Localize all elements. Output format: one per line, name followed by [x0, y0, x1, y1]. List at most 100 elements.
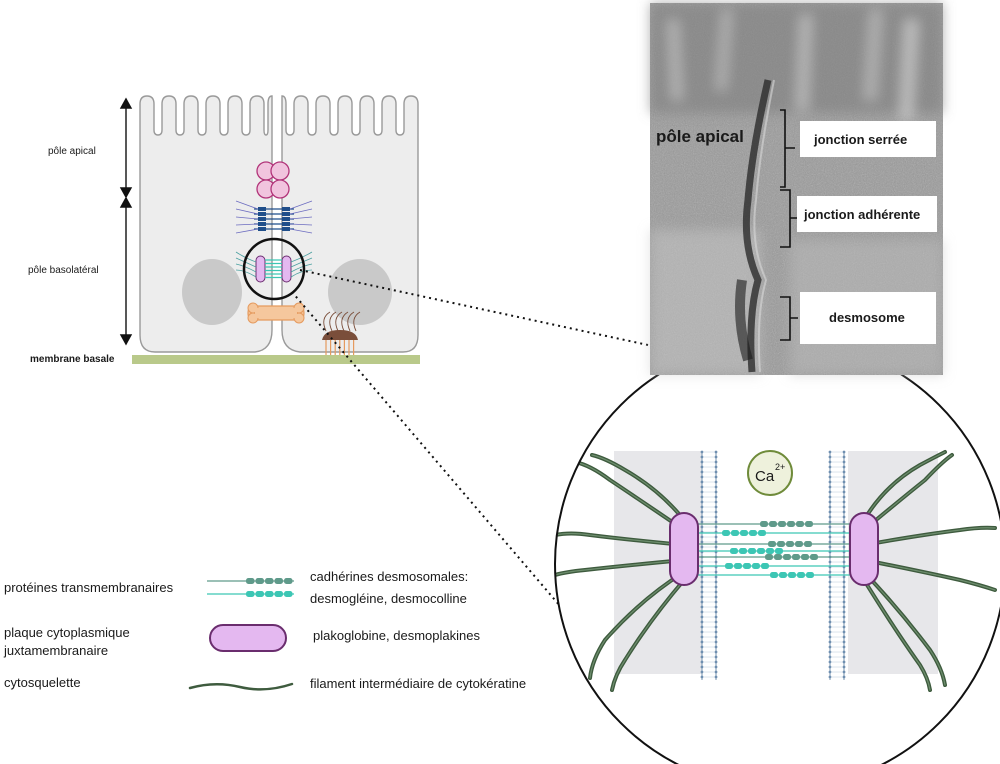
lipid-head [828, 460, 832, 464]
adherens-actin [235, 216, 259, 220]
zoom-marker-circle [242, 237, 306, 301]
lipid-head [828, 470, 832, 474]
desmoglein-domain [797, 572, 805, 578]
lipid-head [828, 615, 832, 619]
lipid-head [714, 560, 718, 564]
legend-cadherin-symbol [207, 578, 294, 597]
desmoglein-domain [760, 521, 768, 527]
lipid-head [842, 455, 846, 459]
lipid-head [842, 635, 846, 639]
desmocollin-domain [758, 530, 766, 536]
lipid-head [700, 635, 704, 639]
right-nucleus [328, 259, 392, 325]
lipid-head [700, 640, 704, 644]
small-plaque-right [281, 255, 292, 283]
basolateral-arrow [119, 196, 133, 346]
lipid-head [828, 520, 832, 524]
lipid-head [828, 575, 832, 579]
desmocollin-domain [761, 563, 769, 569]
cadherins [698, 521, 850, 578]
jonction-serree-box [800, 121, 936, 157]
adherens-actin [235, 200, 259, 210]
lipid-head [828, 490, 832, 494]
legend-cadherin-domain [274, 591, 283, 597]
lipid-head [828, 605, 832, 609]
desmoglein-domain [801, 554, 809, 560]
desmocollin-domain [734, 563, 742, 569]
desmoglein-domain [779, 572, 787, 578]
lipid-head [700, 520, 704, 524]
lipid-head [828, 600, 832, 604]
lipid-head [828, 620, 832, 624]
desmocollin-domain [766, 548, 774, 554]
lipid-head [714, 460, 718, 464]
lipid-head [700, 505, 704, 509]
legend-row1-right-line2: desmogléine, desmocolline [310, 591, 467, 606]
lipid-head [700, 595, 704, 599]
lipid-head [842, 670, 846, 674]
keratin-filament-highlight [591, 454, 685, 521]
desmocollin-domain [748, 548, 756, 554]
tight-junction [256, 161, 290, 199]
lipid-head [828, 570, 832, 574]
lipid-head [842, 505, 846, 509]
lipid-head [842, 645, 846, 649]
hemidesmosome-filament [329, 311, 337, 332]
desmosome-small [235, 251, 313, 283]
pole-basolateral-label: pôle basolatéral [28, 265, 99, 276]
small-plaque-left [255, 255, 266, 283]
jonction-adherente-label: jonction adhérente [803, 207, 920, 222]
lipid-head [828, 675, 832, 679]
lipid-head [714, 640, 718, 644]
adherens-actin [289, 200, 313, 210]
lipid-head [842, 570, 846, 574]
legend-row1-left: protéines transmembranaires [4, 580, 174, 595]
svg-text:2+: 2+ [775, 462, 785, 472]
desmocollin-domain [757, 548, 765, 554]
keratin-filament-highlight [863, 527, 996, 546]
membrane-basale-label: membrane basale [30, 354, 115, 365]
lipid-head [714, 520, 718, 524]
lipid-head [714, 630, 718, 634]
epithelial-cells-diagram: membrane basale pôle apical pôle basolat… [28, 95, 420, 365]
lipid-head [700, 650, 704, 654]
lipid-head [842, 525, 846, 529]
lipid-head [700, 620, 704, 624]
lipid-head [842, 495, 846, 499]
lipid-head [714, 570, 718, 574]
desmoglein-domain [810, 554, 818, 560]
lipid-head [700, 485, 704, 489]
lipid-head [842, 470, 846, 474]
desmoglein-domain [792, 554, 800, 560]
lipid-head [714, 505, 718, 509]
desmocollin-domain [739, 548, 747, 554]
lipid-head [714, 660, 718, 664]
lipid-head [828, 510, 832, 514]
keratin-filament-highlight [863, 559, 996, 591]
lipid-head [714, 625, 718, 629]
lipid-head [700, 665, 704, 669]
small-filament [290, 269, 313, 278]
legend-cadherin-domain [255, 591, 264, 597]
lipid-head [700, 490, 704, 494]
keratin-filaments [555, 450, 997, 692]
lipid-head [714, 480, 718, 484]
lipid-head [700, 625, 704, 629]
legend-row2-left-line1: plaque cytoplasmique [4, 625, 130, 640]
left-plaque [669, 512, 699, 586]
lipid-head [714, 670, 718, 674]
hemidesmosome-filament [323, 311, 331, 332]
lipid-head [828, 560, 832, 564]
lipid-head [828, 475, 832, 479]
lipid-head [828, 595, 832, 599]
lipid-head [842, 675, 846, 679]
desmoglein-domain [806, 572, 814, 578]
lipid-head [700, 660, 704, 664]
lipid-head [828, 660, 832, 664]
adherens-junction [235, 200, 313, 234]
lipid-head [842, 575, 846, 579]
em-pole-apical-label: pôle apical [656, 127, 744, 146]
lipid-head [828, 465, 832, 469]
lipid-head [828, 480, 832, 484]
